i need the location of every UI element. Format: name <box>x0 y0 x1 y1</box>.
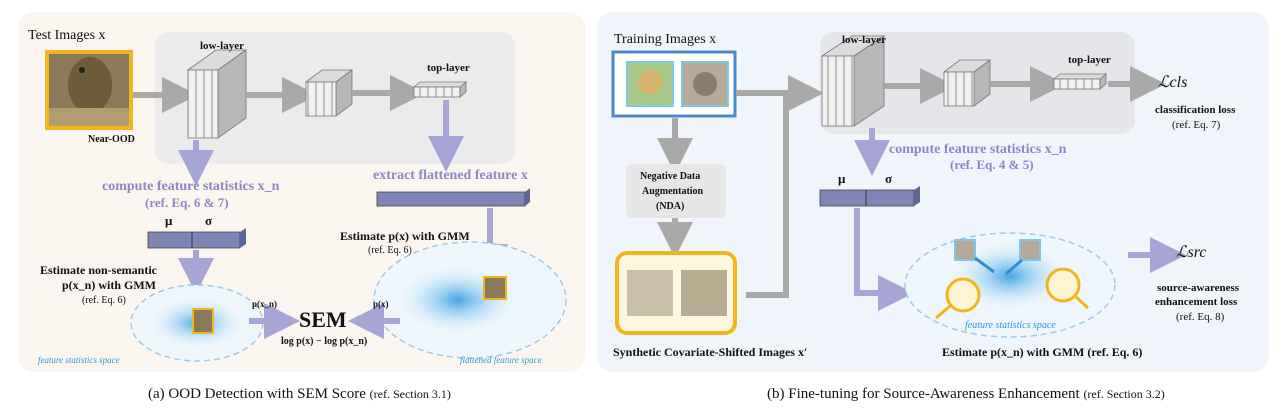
low-layer-label-b: low-layer <box>842 34 886 46</box>
compute-stats-label-a: compute feature statistics x_n <box>102 179 280 194</box>
l-cls-label: ℒcls <box>1158 74 1188 91</box>
flattened-feature-bar <box>376 191 526 207</box>
sem-label: SEM <box>299 307 347 332</box>
caption-b-ref: (ref. Section 3.2) <box>1083 387 1165 401</box>
pxn-arrow-label: p(x_n) <box>252 299 278 309</box>
low-layer-block-b <box>821 55 855 127</box>
sem-formula: log p(x) − log p(x_n) <box>281 336 368 347</box>
top-layer-label-a: top-layer <box>427 62 470 74</box>
sigma-label-b: σ <box>885 171 893 186</box>
caption-b-main: (b) Fine-tuning for Source-Awareness Enh… <box>767 386 1080 402</box>
caption-a-ref: (ref. Section 3.1) <box>369 387 451 401</box>
source-awareness-ref: (ref. Eq. 8) <box>1176 311 1225 323</box>
nda-box <box>626 164 726 218</box>
top-layer-label-b: top-layer <box>1068 54 1111 66</box>
l-src-label: ℒsrc <box>1176 244 1207 261</box>
estimate-px-ref: (ref. Eq. 6) <box>368 245 412 256</box>
synthetic-images-label: Synthetic Covariate-Shifted Images x′ <box>613 345 808 359</box>
estimate-gmm-label-b: Estimate p(x_n) with GMM (ref. Eq. 6) <box>942 345 1143 359</box>
low-layer-label-a: low-layer <box>200 40 244 52</box>
source-awareness-line1: source-awareness <box>1157 282 1240 294</box>
compute-stats-ref-b: (ref. Eq. 4 & 5) <box>950 157 1034 172</box>
source-awareness-line2: enhancement loss <box>1155 296 1238 308</box>
caption-a: (a) OOD Detection with SEM Score (ref. S… <box>148 386 451 403</box>
training-images-label: Training Images x <box>614 32 717 47</box>
mid-layer-block-a <box>305 81 337 117</box>
sigma-label-a: σ <box>205 213 213 228</box>
flattened-feature-space-label: flattened feature space <box>460 355 542 365</box>
estimate-nonsemantic-line1: Estimate non-semantic <box>40 263 157 277</box>
test-images-label: Test Images x <box>28 28 106 43</box>
feature-stats-space-label-b: feature statistics space <box>965 320 1056 331</box>
top-layer-block-a <box>413 86 461 98</box>
px-arrow-label: p(x) <box>373 299 389 309</box>
nda-line3: (NDA) <box>656 201 685 212</box>
caption-a-main: (a) OOD Detection with SEM Score <box>148 386 366 402</box>
extract-flattened-label: extract flattened feature x <box>373 168 528 183</box>
estimate-px-line1: Estimate p(x) with GMM <box>340 229 470 243</box>
top-layer-block-b <box>1053 78 1101 90</box>
compute-stats-label-b: compute feature statistics x_n <box>889 142 1067 157</box>
nda-line2: Augmentation <box>642 186 704 197</box>
mid-layer-block-b <box>943 71 975 107</box>
estimate-nonsemantic-line2: p(x_n) with GMM <box>62 278 156 292</box>
mu-sigma-bar-b <box>819 189 915 207</box>
mu-label-b: μ <box>838 171 846 186</box>
mu-sigma-bar-a <box>147 231 241 249</box>
estimate-nonsemantic-ref: (ref. Eq. 6) <box>82 295 126 306</box>
feature-stats-space-label-a: feature statistics space <box>38 355 120 365</box>
low-layer-block-a <box>187 69 219 139</box>
caption-b: (b) Fine-tuning for Source-Awareness Enh… <box>767 386 1165 403</box>
classification-ref: (ref. Eq. 7) <box>1172 119 1221 131</box>
mu-label-a: μ <box>165 213 173 228</box>
compute-stats-ref-a: (ref. Eq. 6 & 7) <box>145 195 229 210</box>
nda-line1: Negative Data <box>640 171 701 182</box>
classification-loss-label: classification loss <box>1155 104 1236 116</box>
near-ood-label: Near-OOD <box>88 134 135 145</box>
